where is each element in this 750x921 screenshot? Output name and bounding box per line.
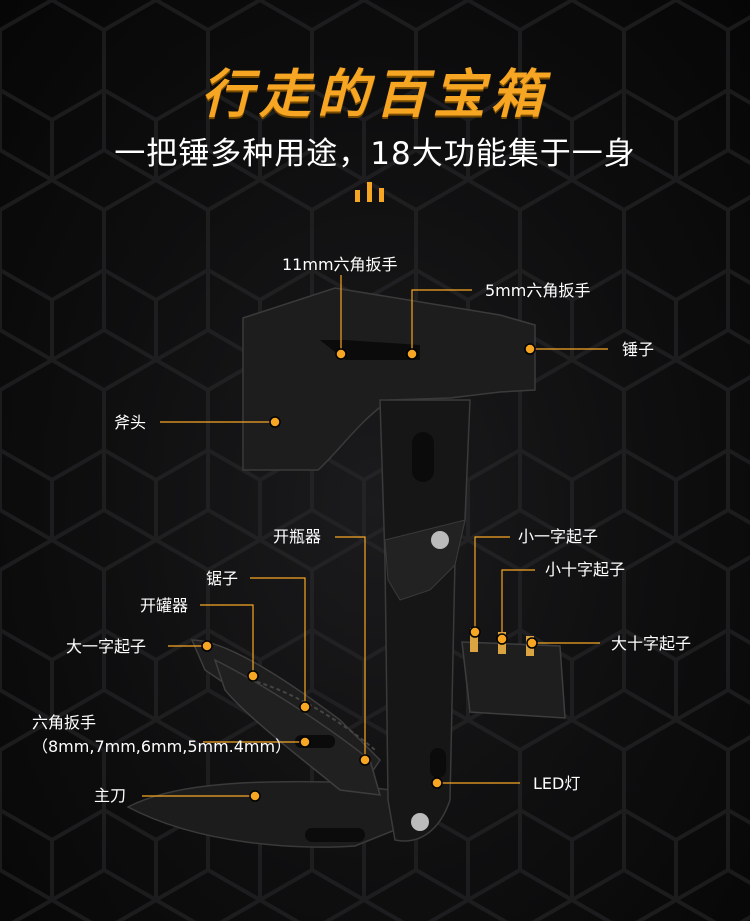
callout-hex-11mm: 11mm六角扳手 xyxy=(282,255,398,274)
callout-dot xyxy=(496,633,508,645)
callout-hex-5mm: 5mm六角扳手 xyxy=(485,281,591,300)
callout-main-blade: 主刀 xyxy=(94,786,127,805)
callout-saw: 锯子 xyxy=(206,569,239,588)
callout-dot xyxy=(406,348,418,360)
callout-large-phillips-screwdriver: 大十字起子 xyxy=(611,634,692,653)
callout-dot xyxy=(359,754,371,766)
callout-dot xyxy=(201,640,213,652)
accent-bars-icon xyxy=(355,180,395,202)
callout-dot xyxy=(469,626,481,638)
callout-axe-head: 斧头 xyxy=(114,413,147,432)
page-title: 行走的百宝箱 xyxy=(200,65,549,125)
callout-hex-wrench-multi: 六角扳手（8mm,7mm,6mm,5mm.4mm） xyxy=(32,713,292,756)
callout-small-flat-screwdriver: 小一字起子 xyxy=(518,527,599,546)
handle-shape xyxy=(379,399,471,842)
callout-small-phillips-screwdriver: 小十字起子 xyxy=(545,560,626,579)
callout-dot xyxy=(299,701,311,713)
callout-dot xyxy=(269,416,281,428)
callout-led-light: LED灯 xyxy=(533,774,581,793)
axe-head-shape xyxy=(242,287,536,471)
callout-dot xyxy=(249,790,261,802)
callout-dot xyxy=(431,777,443,789)
callout-dot xyxy=(247,670,259,682)
callout-hammer: 锤子 xyxy=(622,340,655,359)
callout-dot xyxy=(335,348,347,360)
callout-can-opener: 开罐器 xyxy=(140,596,189,615)
callout-large-flat-screwdriver: 大一字起子 xyxy=(66,637,147,656)
callout-dot xyxy=(299,736,311,748)
callout-dot xyxy=(526,637,538,649)
page-subtitle: 一把锤多种用途，18大功能集于一身 xyxy=(114,136,636,172)
callout-bottle-opener: 开瓶器 xyxy=(273,527,322,546)
callout-dot xyxy=(524,343,536,355)
